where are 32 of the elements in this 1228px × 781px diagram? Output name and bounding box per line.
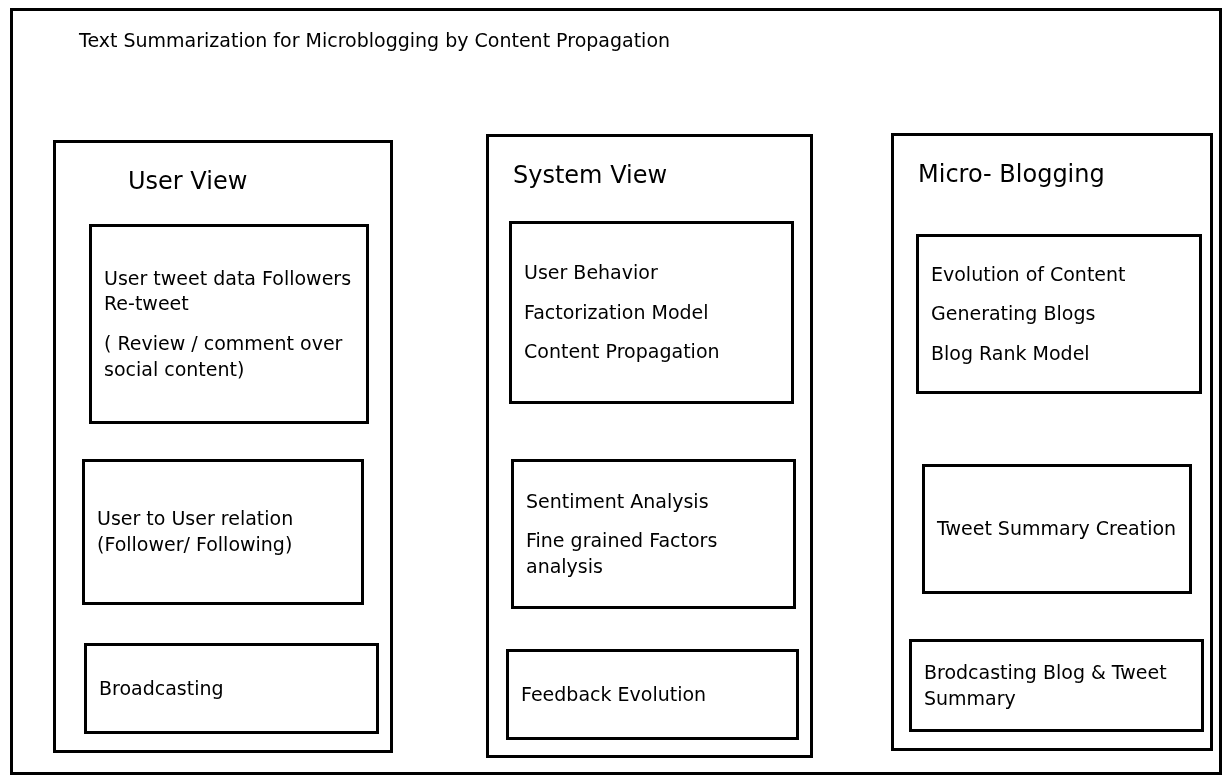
box-text: Sentiment Analysis <box>526 488 710 514</box>
column-panel <box>891 133 1213 751</box>
box-text: Blog Rank Model <box>931 340 1091 366</box>
box-text: Factorization Model <box>524 299 710 325</box>
box-text: Broadcasting <box>99 675 225 701</box>
content-box <box>84 643 379 734</box>
box-text: Tweet Summary Creation <box>937 516 1177 542</box>
diagram-frame <box>10 8 1222 775</box>
column-heading: System View <box>513 161 668 189</box>
box-text: Generating Blogs <box>931 301 1097 327</box>
box-text: Content Propagation <box>524 339 721 365</box>
content-box <box>511 459 796 609</box>
content-box <box>916 234 1202 394</box>
column-heading: User View <box>128 167 248 195</box>
column-panel <box>486 134 813 758</box>
column-heading: Micro- Blogging <box>918 160 1105 188</box>
column-panel <box>53 140 393 753</box>
content-box <box>82 459 364 605</box>
frame-heading: Text Summarization for Microblogging by Content Propagation <box>79 29 671 51</box>
box-text: Brodcasting Blog & Tweet Summary <box>924 659 1168 711</box>
content-box <box>509 221 794 404</box>
content-box <box>89 224 369 424</box>
box-text: User to User relation (Follower/ Following) <box>97 506 295 557</box>
box-text: Evolution of Content <box>931 261 1127 287</box>
box-text: User tweet data Followers Re-tweet <box>104 265 353 317</box>
content-box <box>909 639 1204 732</box>
content-box <box>506 649 799 740</box>
box-text: Feedback Evolution <box>521 681 708 707</box>
box-text: User Behavior <box>524 260 659 286</box>
box-text: ( Review / comment over social content) <box>104 331 344 382</box>
box-text: Fine grained Factors analysis <box>526 528 719 579</box>
content-box <box>922 464 1192 594</box>
